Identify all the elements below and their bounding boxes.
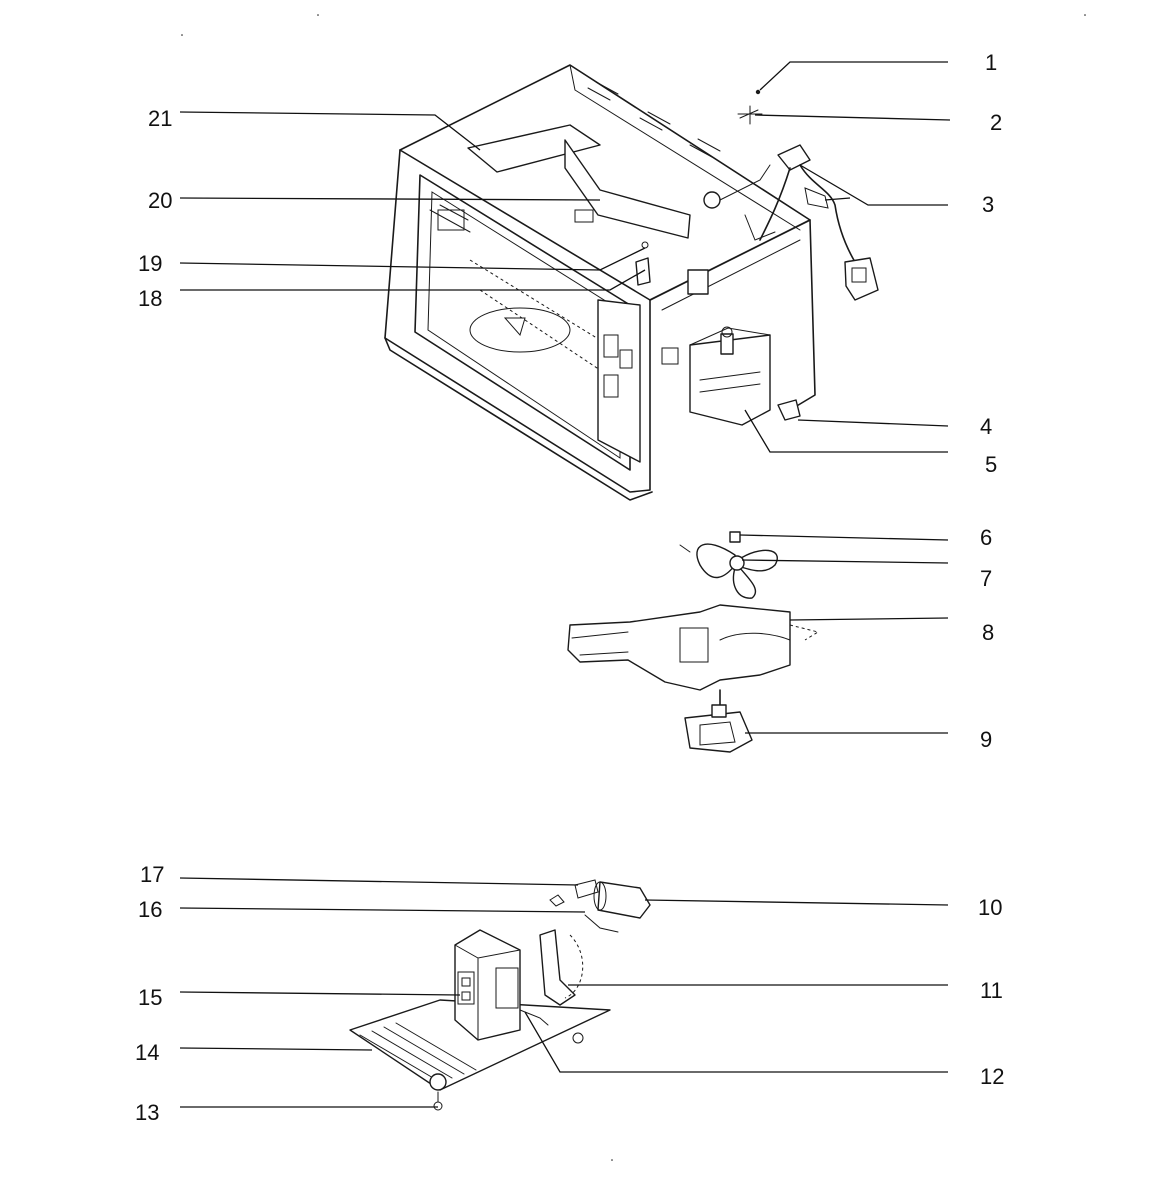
callout-labels: 1 2 3 4 5 6 7 8 9 10 11 12 13 14 15 16 1… (135, 50, 1004, 1125)
scan-specks (181, 14, 1086, 1161)
callout-8: 8 (982, 620, 994, 645)
callout-13: 13 (135, 1100, 159, 1125)
callout-20: 20 (148, 188, 172, 213)
callout-3: 3 (982, 192, 994, 217)
callout-7: 7 (980, 566, 992, 591)
callout-6: 6 (980, 525, 992, 550)
callout-14: 14 (135, 1040, 159, 1065)
callout-19: 19 (138, 251, 162, 276)
callout-21: 21 (148, 106, 172, 131)
callout-2: 2 (990, 110, 1002, 135)
callout-10: 10 (978, 895, 1002, 920)
callout-16: 16 (138, 897, 162, 922)
leader-lines (179, 61, 951, 1108)
fan-assembly (567, 531, 820, 753)
callout-18: 18 (138, 286, 162, 311)
callout-15: 15 (138, 985, 162, 1010)
callout-9: 9 (980, 727, 992, 752)
callout-12: 12 (980, 1064, 1004, 1089)
callout-4: 4 (980, 414, 992, 439)
power-cord (759, 144, 879, 301)
callout-11: 11 (980, 978, 1003, 1003)
callout-1: 1 (985, 50, 997, 75)
callout-17: 17 (140, 862, 164, 887)
screw-and-plate (737, 89, 763, 125)
base-assembly (349, 879, 651, 1111)
callout-5: 5 (985, 452, 997, 477)
oven-cavity-assembly (384, 64, 816, 501)
